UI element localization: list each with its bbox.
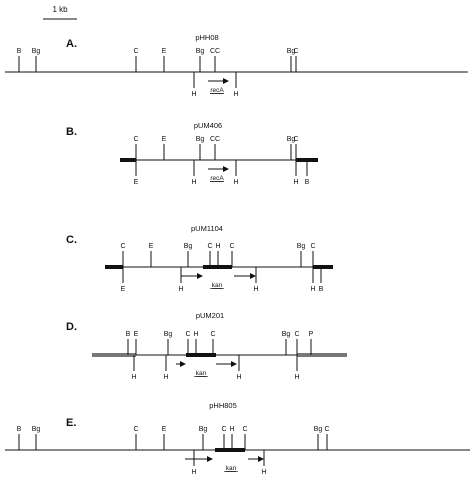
site-label-above: H: [229, 426, 234, 433]
site-label-above: E: [162, 48, 167, 55]
plasmid-name: pHH805: [209, 401, 237, 410]
arrow-head: [231, 361, 237, 367]
gene-label: kan: [196, 370, 207, 377]
site-label-above: P: [309, 331, 314, 338]
site-label-above: E: [149, 243, 154, 250]
arrow-head: [223, 166, 229, 172]
site-label-above: C: [293, 136, 298, 143]
site-label-above: E: [134, 331, 139, 338]
site-label-below: H: [236, 374, 241, 381]
site-label-below: H: [191, 179, 196, 186]
site-label-above: H: [215, 243, 220, 250]
site-label-above: Bg: [184, 243, 193, 250]
site-label-above: C: [229, 243, 234, 250]
gene-label: recA: [210, 175, 224, 182]
arrow-head: [258, 456, 264, 462]
site-label-above: C: [133, 48, 138, 55]
site-label-above: C: [242, 426, 247, 433]
site-label-above: Bg: [196, 48, 205, 55]
site-label-above: Bg: [196, 136, 205, 143]
site-label-above: C: [293, 48, 298, 55]
site-label-below: H: [294, 374, 299, 381]
site-label-below: H: [178, 286, 183, 293]
site-label-above: C: [294, 331, 299, 338]
panel-letter: E.: [66, 417, 76, 429]
site-label-above: E: [162, 136, 167, 143]
site-label-above: E: [162, 426, 167, 433]
panel-letter: D.: [66, 321, 77, 333]
site-label-below: H: [233, 91, 238, 98]
site-label-below: H: [191, 469, 196, 476]
site-label-below: B: [319, 286, 324, 293]
panel-letter: C.: [66, 234, 77, 246]
site-label-above: H: [193, 331, 198, 338]
site-label-above: Bg: [314, 426, 323, 433]
site-label-above: C: [210, 331, 215, 338]
panel-letter: B.: [66, 126, 77, 138]
site-label-above: C: [207, 243, 212, 250]
site-label-above: C: [324, 426, 329, 433]
site-label-above: B: [126, 331, 131, 338]
site-label-above: Bg: [32, 48, 41, 55]
panel-letter: A.: [66, 38, 77, 50]
gene-label: kan: [212, 282, 223, 289]
site-label-below: B: [305, 179, 310, 186]
scale-bar: 1 kb: [43, 5, 77, 20]
plasmid-name: pUM1104: [191, 224, 223, 233]
site-label-above: C: [185, 331, 190, 338]
site-label-below: H: [233, 179, 238, 186]
site-label-below: H: [293, 179, 298, 186]
site-label-above: CC: [210, 136, 220, 143]
arrow-head: [223, 78, 229, 84]
site-label-above: Bg: [199, 426, 208, 433]
site-label-below: E: [121, 286, 126, 293]
scale-bar-label: 1 kb: [52, 5, 68, 14]
site-label-below: H: [163, 374, 168, 381]
site-label-above: C: [310, 243, 315, 250]
site-label-below: H: [310, 286, 315, 293]
site-label-above: Bg: [282, 331, 291, 338]
site-label-above: C: [120, 243, 125, 250]
site-label-above: C: [133, 426, 138, 433]
arrow-head: [207, 456, 213, 462]
site-label-above: C: [133, 136, 138, 143]
gene-label: kan: [226, 465, 237, 472]
site-label-below: H: [191, 91, 196, 98]
arrow-head: [197, 273, 203, 279]
plasmid-name: pUM406: [194, 121, 222, 130]
site-label-above: CC: [210, 48, 220, 55]
site-label-above: B: [17, 426, 22, 433]
arrow-head: [250, 273, 256, 279]
site-label-above: Bg: [164, 331, 173, 338]
plasmid-name: pHH08: [195, 33, 218, 42]
plasmid-name: pUM201: [196, 311, 224, 320]
site-label-below: H: [261, 469, 266, 476]
site-label-above: Bg: [287, 48, 296, 55]
site-label-below: H: [131, 374, 136, 381]
site-label-above: Bg: [297, 243, 306, 250]
arrow-head: [180, 361, 186, 367]
site-label-above: Bg: [32, 426, 41, 433]
site-label-above: C: [221, 426, 226, 433]
site-label-above: B: [17, 48, 22, 55]
site-label-below: H: [253, 286, 258, 293]
site-label-below: E: [134, 179, 139, 186]
site-label-above: Bg: [287, 136, 296, 143]
gene-label: recA: [210, 87, 224, 94]
